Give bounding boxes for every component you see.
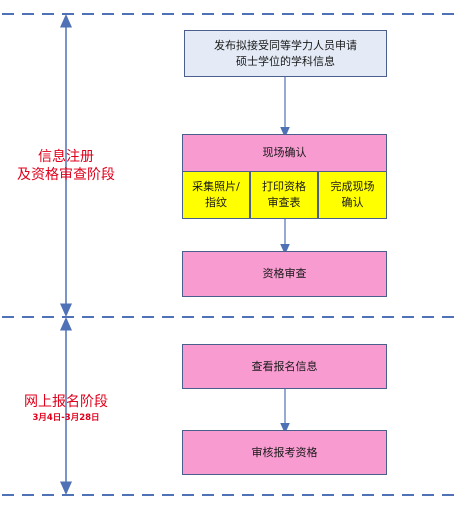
audit-eligibility-label: 审核报考资格 (251, 445, 318, 459)
finish-confirm-box: 完成现场 确认 (318, 171, 387, 219)
finish-confirm-line1: 完成现场 (330, 180, 375, 194)
stage1-label-line2: 及资格审查阶段 (17, 167, 115, 184)
onsite-confirm-label: 现场确认 (262, 146, 307, 160)
stage1-label-line1: 信息注册 (38, 149, 94, 165)
stage2-label: 网上报名阶段 (6, 393, 126, 411)
publish-info-box: 发布拟接受同等学力人员申请 硕士学位的学科信息 (184, 30, 387, 77)
view-registration-label: 查看报名信息 (251, 359, 318, 373)
qualification-review-label: 资格审查 (262, 267, 307, 281)
onsite-confirm-box: 现场确认 (182, 134, 387, 172)
collect-photo-line2: 指纹 (205, 196, 227, 209)
stage1-label: 信息注册 及资格审查阶段 (6, 148, 126, 184)
collect-photo-box: 采集照片/ 指纹 (182, 171, 250, 219)
qualification-review-box: 资格审查 (182, 251, 387, 297)
stage2-label-line1: 网上报名阶段 (24, 394, 108, 410)
print-form-line2: 审查表 (267, 196, 301, 209)
stage2-date: 3月4日-3月28日 (32, 413, 100, 423)
publish-info-line2: 硕士学位的学科信息 (236, 54, 335, 68)
audit-eligibility-box: 审核报考资格 (182, 430, 387, 475)
collect-photo-line1: 采集照片/ (192, 180, 240, 194)
print-form-line1: 打印资格 (262, 180, 306, 194)
finish-confirm-line2: 确认 (341, 196, 364, 209)
publish-info-line1: 发布拟接受同等学力人员申请 (214, 38, 357, 52)
print-form-box: 打印资格 审查表 (250, 171, 318, 219)
view-registration-box: 查看报名信息 (182, 344, 387, 389)
